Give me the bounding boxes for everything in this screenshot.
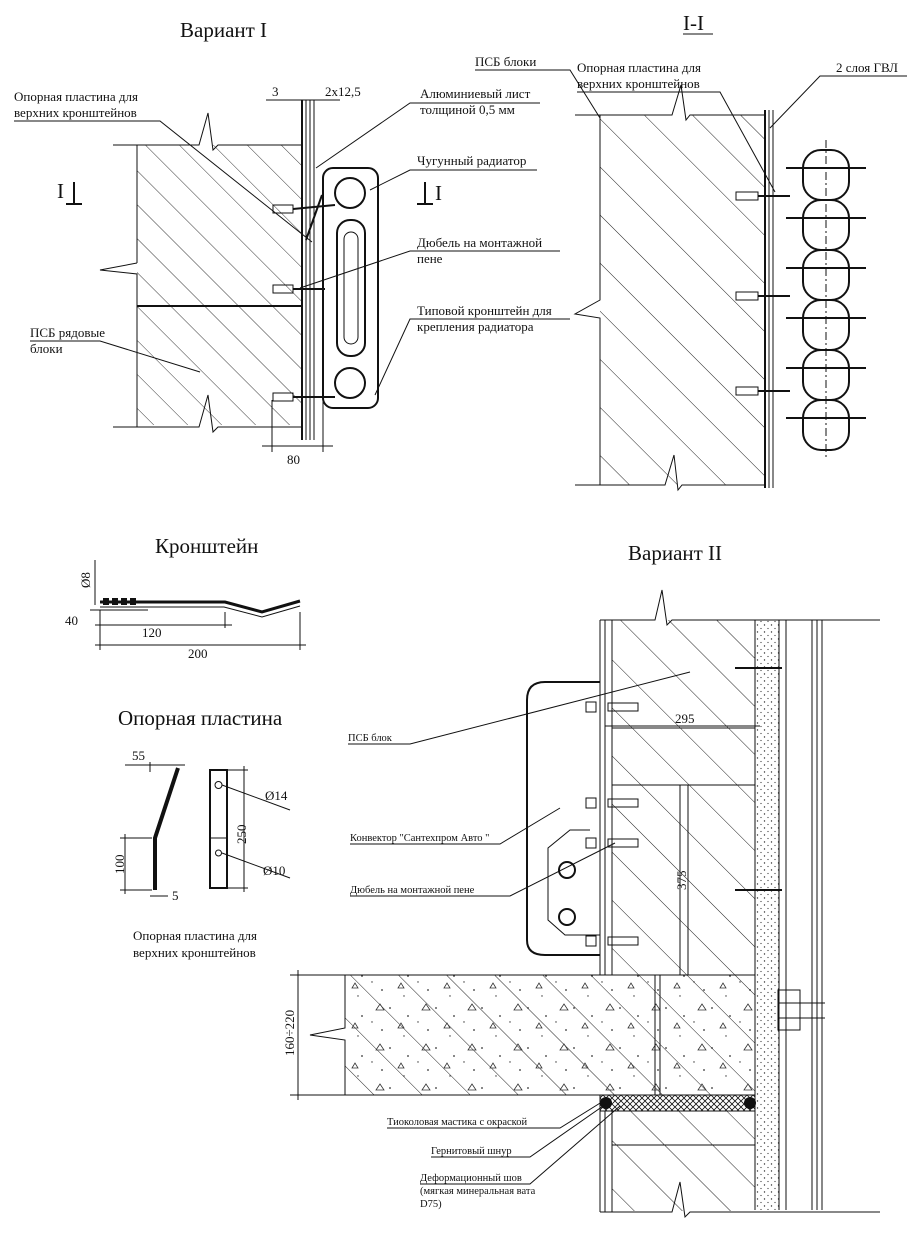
plate-profile	[153, 767, 180, 890]
v2-dowel-label: Дюбель на монтажной пене	[350, 885, 475, 896]
v1-dowel-line2: пене	[417, 251, 443, 266]
section-title: I-I	[683, 11, 704, 35]
v1-bracket-line1: Типовой кронштейн для	[417, 303, 552, 318]
v2-cord-label: Гернитовый шнур	[431, 1146, 512, 1157]
dim-2x12-5: 2х12,5	[325, 84, 361, 99]
variant1-view: Вариант I 3 2х12,5	[14, 18, 570, 467]
v2-mastic-label: Тиоколовая мастика с окраской	[387, 1117, 527, 1128]
v1-psb-line1: ПСБ рядовые	[30, 325, 105, 340]
v2-joint-line1: Деформационный шов	[420, 1173, 522, 1184]
bracket-rod	[100, 599, 301, 614]
v2-upper-wall-hatch	[612, 620, 755, 975]
bracket-d200: 200	[188, 646, 208, 661]
v2-joint-line3: D75)	[420, 1199, 442, 1210]
plate-caption-line2: верхних кронштейнов	[133, 945, 256, 960]
v2-d375: 375	[674, 871, 689, 891]
variant2-view: Вариант II	[282, 541, 880, 1219]
bracket-title: Кронштейн	[155, 534, 258, 558]
plate-dia14: Ø14	[265, 788, 288, 803]
plate-d55: 55	[132, 748, 145, 763]
dim-3: 3	[272, 84, 279, 99]
v2-d295: 295	[675, 711, 695, 726]
section-gvl-label: 2 слоя ГВЛ	[836, 60, 898, 75]
v2-insulation	[755, 620, 779, 1210]
section-brackets	[735, 191, 790, 396]
v1-wall-top-edge	[113, 112, 302, 152]
v2-anchor	[777, 989, 801, 1031]
v2-joint-line2: (мягкая минеральная вата	[420, 1186, 536, 1197]
v2-lower-wall-hatch	[612, 1111, 755, 1211]
v2-psb-label: ПСБ блок	[348, 733, 393, 744]
v2-d160: 160÷220	[282, 1010, 297, 1056]
v1-psb-line2: блоки	[30, 341, 63, 356]
section-support-line1: Опорная пластина для	[577, 60, 701, 75]
variant2-title: Вариант II	[628, 541, 722, 565]
v2-convector	[526, 681, 600, 956]
plate-d100: 100	[112, 855, 127, 875]
plate-dia10: Ø10	[263, 863, 285, 878]
section-radiator	[786, 140, 866, 460]
v2-convector-label: Конвектор "Сантехпром Авто "	[350, 833, 489, 844]
plate-detail: Опорная пластина 55 100 5 250 Ø14 Ø10 Оп…	[112, 706, 291, 960]
plate-front	[209, 769, 228, 889]
v1-dowel-line1: Дюбель на монтажной	[417, 235, 542, 250]
v1-aluminium-line2: толщиной 0,5 мм	[420, 102, 515, 117]
dim-80: 80	[287, 452, 300, 467]
v1-support-plate-line1: Опорная пластина для	[14, 89, 138, 104]
plate-caption-line1: Опорная пластина для	[133, 928, 257, 943]
v1-support-plate-line2: верхних кронштейнов	[14, 105, 137, 120]
v2-dowels	[585, 701, 639, 947]
section-psb-label: ПСБ блоки	[475, 54, 536, 69]
v2-cord-right	[744, 1097, 756, 1109]
plate-d250: 250	[234, 825, 249, 845]
v1-aluminium-line1: Алюминиевый лист	[420, 86, 531, 101]
plate-title: Опорная пластина	[118, 706, 283, 730]
section-view: I-I	[475, 11, 907, 492]
v2-deformation-joint	[599, 1094, 756, 1112]
v1-radiator-body	[322, 167, 379, 409]
section-mark-right: I	[435, 181, 442, 205]
bracket-d40: 40	[65, 613, 78, 628]
bracket-d120: 120	[142, 625, 162, 640]
v1-wall-bottom-edge	[113, 394, 302, 434]
v1-radiator-label: Чугунный радиатор	[417, 153, 526, 168]
bracket-dia: Ø8	[78, 572, 93, 588]
section-support-line2: верхних кронштейнов	[577, 76, 700, 91]
variant1-title: Вариант I	[180, 18, 267, 42]
v1-bracket-line2: крепления радиатора	[417, 319, 534, 334]
v1-brackets	[272, 194, 336, 402]
bracket-detail: Кронштейн Ø8 40 120 200	[65, 534, 306, 661]
plate-d5: 5	[172, 888, 179, 903]
section-mark-left: I	[57, 179, 64, 203]
